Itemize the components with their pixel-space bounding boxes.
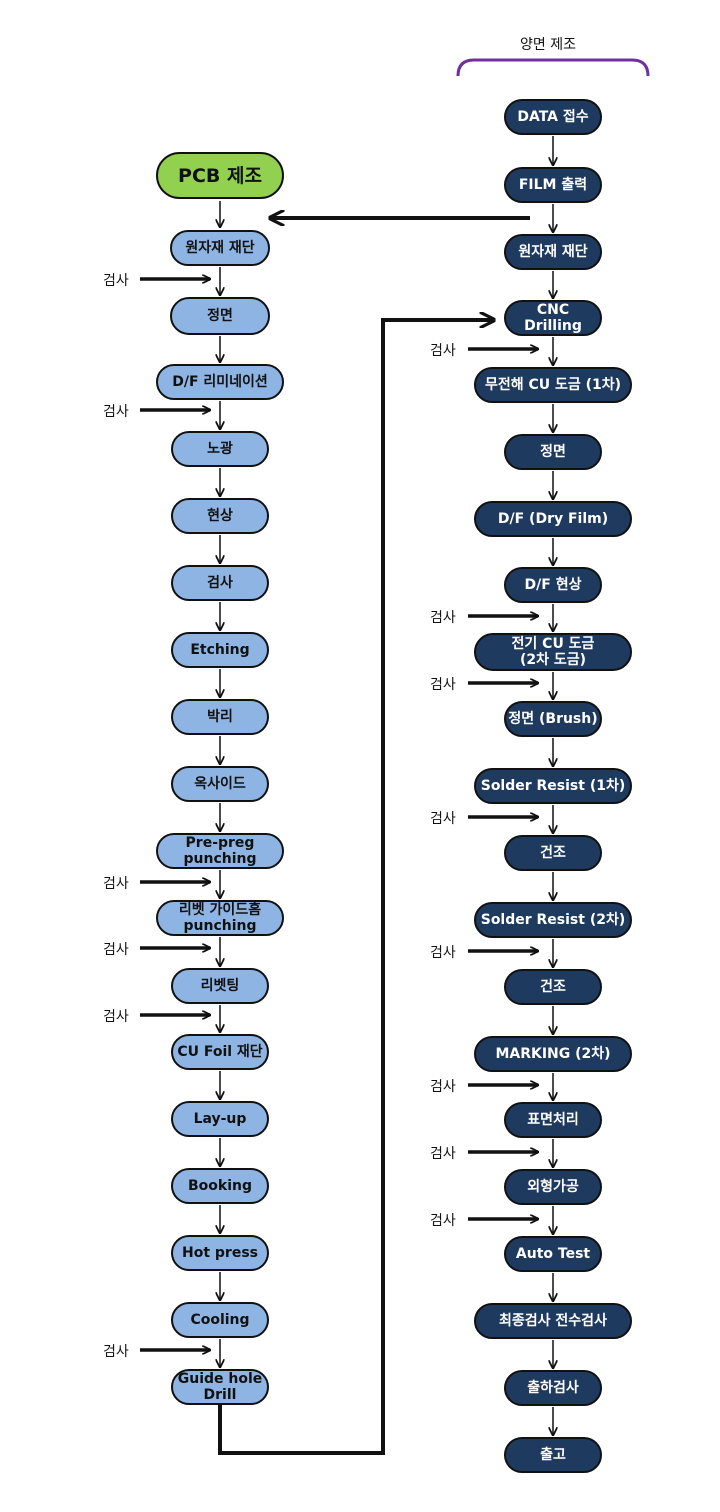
right-inspect-6-label: 검사: [430, 1079, 456, 1095]
right-step-15: MARKING (2차): [474, 1036, 632, 1072]
right-step-4: CNC Drilling: [504, 300, 602, 336]
right-step-2: FILM 출력: [504, 167, 602, 203]
right-step-21: 출고: [504, 1437, 602, 1473]
left-step-10: Pre-preg punching: [156, 833, 284, 869]
left-inspect-3-label: 검사: [103, 876, 129, 892]
left-step-5: 현상: [171, 498, 269, 534]
right-step-8: D/F 현상: [504, 567, 602, 603]
right-inspect-2-label: 검사: [430, 610, 456, 626]
left-step-9: 옥사이드: [171, 766, 269, 802]
left-step-6: 검사: [171, 565, 269, 601]
right-inspect-7-label: 검사: [430, 1146, 456, 1162]
left-inspect-1-label: 검사: [103, 273, 129, 289]
right-step-20: 출하검사: [504, 1370, 602, 1406]
left-step-4: 노광: [171, 431, 269, 467]
right-inspect-1-label: 검사: [430, 343, 456, 359]
left-step-3: D/F 리미네이션: [156, 364, 284, 400]
left-step-15: Booking: [171, 1168, 269, 1204]
left-to-right-connector-arrow: [218, 320, 494, 1455]
right-step-10: 정면 (Brush): [504, 701, 602, 737]
right-step-9: 전기 CU 도금 (2차 도금): [474, 633, 632, 671]
right-step-1: DATA 접수: [504, 99, 602, 135]
left-step-2: 정면: [170, 297, 270, 335]
right-step-6: 정면: [504, 434, 602, 470]
right-step-12: 건조: [504, 835, 602, 871]
right-step-14: 건조: [504, 969, 602, 1005]
left-step-14: Lay-up: [171, 1101, 269, 1137]
left-step-12: 리벳팅: [171, 968, 269, 1004]
left-step-8: 박리: [171, 699, 269, 735]
left-step-1: 원자재 재단: [170, 230, 270, 266]
right-inspect-8-label: 검사: [430, 1213, 456, 1229]
right-step-19: 최종검사 전수검사: [474, 1303, 632, 1339]
double-sided-brace: [456, 58, 650, 77]
right-step-16: 표면처리: [504, 1102, 602, 1138]
pcb-start-node: PCB 제조: [156, 152, 284, 199]
left-inspect-4-label: 검사: [103, 942, 129, 958]
right-inspect-5-label: 검사: [430, 945, 456, 961]
double-sided-label: 양면 제조: [520, 37, 576, 53]
left-step-11: 리벳 가이드홈 punching: [156, 900, 284, 936]
left-step-7: Etching: [171, 632, 269, 668]
left-step-13: CU Foil 재단: [171, 1034, 269, 1070]
right-step-5: 무전해 CU 도금 (1차): [474, 367, 632, 403]
right-step-7: D/F (Dry Film): [474, 501, 632, 537]
left-step-16: Hot press: [171, 1235, 269, 1271]
right-step-3: 원자재 재단: [504, 234, 602, 270]
left-step-17: Cooling: [171, 1302, 269, 1338]
right-step-17: 외형가공: [504, 1169, 602, 1205]
right-inspect-3-label: 검사: [430, 677, 456, 693]
left-step-18: Guide hole Drill: [171, 1369, 269, 1405]
right-step-11: Solder Resist (1차): [474, 768, 632, 804]
right-step-13: Solder Resist (2차): [474, 902, 632, 938]
right-step-18: Auto Test: [504, 1236, 602, 1272]
right-inspect-4-label: 검사: [430, 811, 456, 827]
left-inspect-2-label: 검사: [103, 404, 129, 420]
left-inspect-5-label: 검사: [103, 1009, 129, 1025]
left-inspect-6-label: 검사: [103, 1344, 129, 1360]
